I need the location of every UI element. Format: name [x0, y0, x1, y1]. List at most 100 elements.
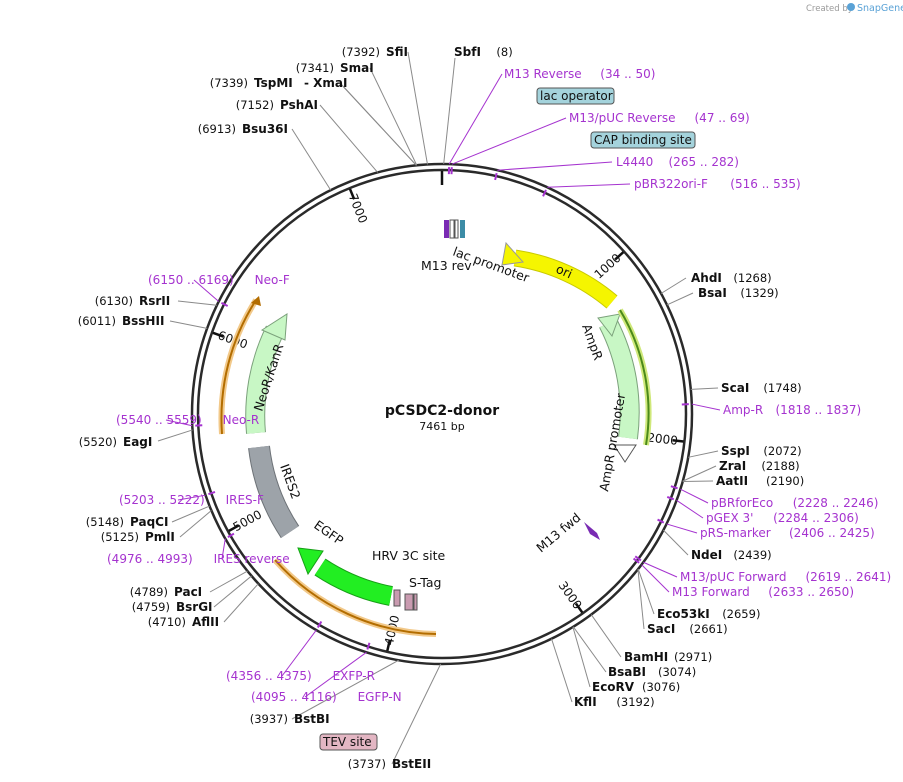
primer-label[interactable]: (5203 .. 5222)IRES-F — [119, 493, 264, 507]
box-lac-operator[interactable]: lac operator — [536, 87, 615, 105]
primer-leader-line — [666, 523, 698, 534]
neo-arrow-icon — [251, 296, 261, 306]
site-label[interactable]: (4759)BsrGI — [132, 600, 213, 614]
primer-label[interactable]: M13/pUC Forward(2619 .. 2641) — [680, 570, 891, 584]
feature-m13-fwd[interactable]: M13 fwd — [533, 510, 600, 556]
tick-label: 2000 — [647, 430, 679, 447]
site-label[interactable]: (6011)BssHII — [78, 314, 165, 328]
feature-ires2[interactable]: IRES2 — [248, 445, 304, 539]
site-label[interactable]: (3737)BstEII — [348, 757, 431, 771]
primer-leader-line — [497, 161, 613, 171]
site-label[interactable]: (7392)SfiI — [342, 45, 408, 59]
site-label[interactable]: KflI (3192) — [574, 695, 655, 709]
site-leader-line — [407, 51, 428, 165]
primer-label[interactable]: M13 Reverse(34 .. 50) — [504, 67, 655, 81]
site-name: KflI — [574, 695, 597, 709]
primer-leader-line — [691, 403, 721, 411]
site-label[interactable]: SacI (2661) — [647, 622, 728, 636]
feature-ori[interactable]: ori — [501, 241, 618, 309]
box-cap-binding-site[interactable]: CAP binding site — [590, 131, 696, 149]
site-leader-line — [682, 465, 717, 482]
backbone-inner-ring — [196, 168, 688, 660]
feature-hrv-3c-site[interactable]: HRV 3C site — [372, 548, 445, 607]
primer-label[interactable]: pRS-marker(2406 .. 2425) — [700, 526, 875, 540]
site-label[interactable]: BsaI(1329) — [698, 286, 779, 300]
feature-neor-kanr[interactable]: NeoR/KanR — [245, 313, 288, 434]
primer-label[interactable]: pGEX 3'(2284 .. 2306) — [706, 511, 859, 525]
site-name: SacI — [647, 622, 675, 636]
site-label[interactable]: ZraI(2188) — [719, 459, 800, 473]
primer-mark — [666, 495, 675, 501]
site-label[interactable]: EcoRV(3076) — [592, 680, 680, 694]
site-leader-line — [682, 480, 714, 483]
primer-mark — [657, 518, 665, 524]
site-leader-line — [666, 292, 694, 306]
site-label[interactable]: NdeI(2439) — [691, 548, 772, 562]
primer-name: pGEX 3' — [706, 511, 753, 525]
primer-label[interactable]: (4976 .. 4993)IRES reverse — [107, 552, 290, 566]
site-name: PaqCI — [130, 515, 168, 529]
site-label[interactable]: SbfI(8) — [454, 45, 513, 59]
snapgene-branding[interactable]: Created by SnapGene — [806, 3, 903, 14]
site-leader-line — [551, 638, 573, 703]
primer-leader-line — [304, 651, 367, 698]
site-position: (7392) — [342, 45, 380, 59]
site-label[interactable]: (5125)PmlI — [101, 530, 175, 544]
site-label[interactable]: Eco53kI(2659) — [657, 607, 760, 621]
site-label[interactable]: (7341)SmaI — [296, 61, 374, 75]
site-label[interactable]: (5148)PaqCI — [86, 515, 169, 529]
site-leader-line — [572, 626, 591, 688]
site-label[interactable]: (4710)AflII — [148, 615, 219, 629]
site-leader-line — [177, 300, 217, 306]
site-name: SmaI — [340, 61, 374, 75]
site-name: TspMI — [254, 76, 293, 90]
feature-label-ampr-promoter: AmpR promoter — [596, 391, 628, 492]
site-label[interactable]: (3937)BstBI — [250, 712, 330, 726]
feature-ampr[interactable]: AmpR — [579, 313, 640, 440]
primer-label[interactable]: pBRforEco(2228 .. 2246) — [711, 496, 878, 510]
primer-label[interactable]: pBR322ori-F(516 .. 535) — [634, 177, 801, 191]
site-label[interactable]: BamHI(2971) — [624, 650, 712, 664]
site-label[interactable]: (4789)PacI — [130, 585, 202, 599]
site-position: (2188) — [761, 459, 799, 473]
primer-label[interactable]: Amp-R(1818 .. 1837) — [723, 403, 861, 417]
primer-name: L4440 — [616, 155, 653, 169]
site-label[interactable]: SspI(2072) — [721, 444, 802, 458]
plasmid-size: 7461 bp — [419, 420, 464, 433]
feature-s-tag[interactable]: S-Tag — [404, 575, 441, 611]
primer-name: IRES reverse — [214, 552, 290, 566]
site-label[interactable]: BsaBI(3074) — [608, 665, 696, 679]
primer-label[interactable]: M13 Forward(2633 .. 2650) — [672, 585, 854, 599]
site-label[interactable]: (5520)EagI — [79, 435, 153, 449]
site-label[interactable]: (6913)Bsu36I — [198, 122, 288, 136]
site-position: (3192) — [616, 695, 654, 709]
site-name: BsrGI — [176, 600, 213, 614]
primer-label[interactable]: (5540 .. 5559)Neo-R — [116, 413, 259, 427]
tick-label: 3000 — [556, 579, 585, 612]
site-label[interactable]: (6130)RsrII — [95, 294, 170, 308]
site-name: BamHI — [624, 650, 668, 664]
site-position: (2661) — [689, 622, 727, 636]
primer-label[interactable]: (4095 .. 4116)EGFP-N — [251, 690, 402, 704]
primer-mark — [366, 642, 371, 650]
site-label[interactable]: AhdI(1268) — [691, 271, 772, 285]
primer-label[interactable]: (4356 .. 4375)EXFP-R — [226, 669, 375, 683]
site-label[interactable]: (7339)TspMI — [210, 76, 293, 90]
site-position: (3074) — [658, 665, 696, 679]
site-name: AhdI — [691, 271, 722, 285]
box-tev-site[interactable]: TEV site — [319, 733, 378, 751]
primer-range: (2228 .. 2246) — [793, 496, 879, 510]
feature-lac-promoter[interactable]: lac promoter M13 rev — [421, 219, 532, 285]
primer-label[interactable]: L4440(265 .. 282) — [616, 155, 739, 169]
primer-label[interactable]: (6150 .. 6169)Neo-F — [148, 273, 290, 287]
site-name: NdeI — [691, 548, 722, 562]
site-label[interactable]: (7152)PshAI — [236, 98, 318, 112]
primer-mark — [634, 555, 642, 562]
primer-label[interactable]: M13/pUC Reverse(47 .. 69) — [569, 111, 750, 125]
primer-name: EXFP-R — [333, 669, 375, 683]
site-label[interactable]: - XmaI — [304, 76, 347, 90]
site-label[interactable]: AatII(2190) — [716, 474, 804, 488]
site-position: (6130) — [95, 294, 133, 308]
site-label[interactable]: ScaI(1748) — [721, 381, 802, 395]
